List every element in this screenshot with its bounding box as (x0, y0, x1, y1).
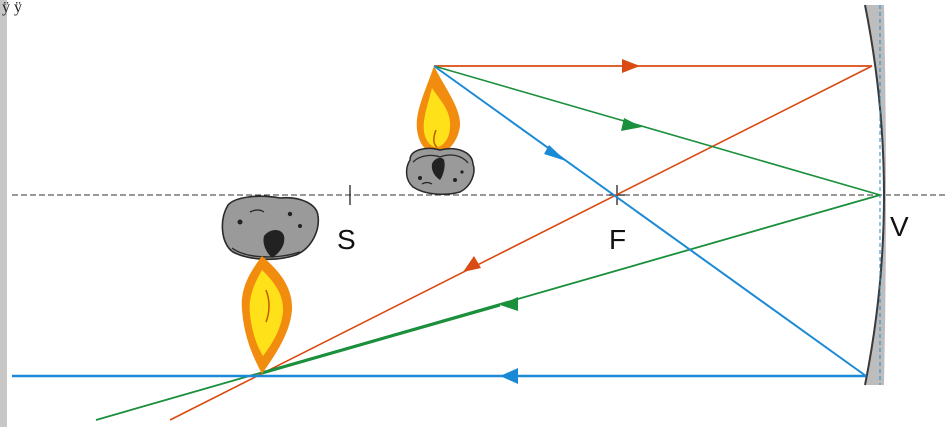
ray-red-arrow-2 (463, 256, 481, 272)
ray-green-incident (433, 65, 881, 196)
mirror-surface (864, 4, 885, 386)
image-candle-dot (287, 211, 293, 217)
label-f: F (609, 224, 626, 255)
image-candle-dot (237, 219, 243, 225)
mirror-backing (865, 5, 886, 385)
object-candle-wick-black (431, 157, 445, 180)
object-candle-mark (421, 181, 433, 185)
ray-blue-arrow-1 (544, 145, 566, 161)
corner-text: ÿ ÿ (2, 0, 22, 16)
inverted-candle-flame-icon (221, 195, 320, 374)
label-v: V (890, 211, 909, 242)
ray-green-arrow-1 (621, 118, 642, 131)
image-candle-mark (249, 209, 265, 213)
object-candle-dot (460, 170, 464, 174)
ray-blue-incident (433, 65, 867, 377)
object-flame-inner (423, 88, 451, 148)
image-flame-inner (249, 270, 284, 356)
ray-green-reflected-thick (261, 303, 501, 375)
image-candle-wick-black (263, 230, 285, 258)
object-candle-top (412, 154, 469, 164)
label-s: S (337, 224, 356, 255)
ray-green-arrow-2 (500, 297, 518, 311)
image-candle-dot (298, 224, 302, 228)
object-candle-dot (453, 178, 457, 182)
image-candle-body (221, 195, 320, 261)
candle-flame-icon (405, 66, 475, 196)
ray-red-arrow-1 (622, 59, 640, 73)
image-flame-wick (265, 289, 270, 323)
left-edge-bar (0, 0, 7, 427)
ray-blue-arrow-2 (500, 368, 518, 384)
object-candle-dot (418, 176, 422, 180)
ray-red-reflected (169, 65, 873, 421)
object-flame-wick (433, 129, 438, 148)
